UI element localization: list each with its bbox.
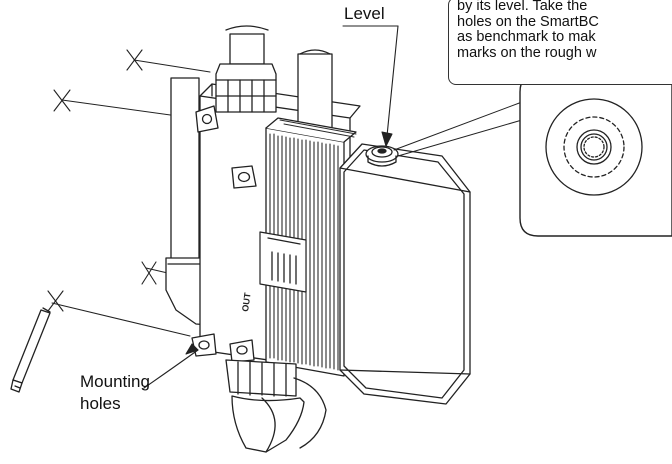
top-pipe-left	[215, 25, 277, 113]
cross-mark-4	[47, 290, 64, 312]
cross-mark-3	[141, 261, 157, 285]
mounting-ear-mid	[231, 165, 257, 189]
note-line: by its level. Take the	[457, 0, 588, 14]
out-port-mark: OUT	[240, 292, 253, 313]
cross-mark-2	[126, 49, 143, 71]
smartbc-housing	[339, 143, 471, 405]
top-pipe-right	[297, 49, 333, 135]
zoom-inset	[519, 73, 672, 237]
mounting-ear-bottom-left	[191, 333, 217, 357]
cross-mark-1	[53, 89, 71, 112]
level-label: Level	[344, 4, 385, 23]
level-leader-line	[342, 25, 399, 147]
mounting-holes-label-line1: Mounting	[80, 372, 150, 391]
mounting-ear-bottom-right	[229, 339, 255, 363]
level-bubble-icon	[365, 145, 399, 167]
instruction-note: by its level. Take the holes on the Smar…	[448, 0, 672, 85]
note-line: marks on the rough w	[457, 44, 597, 61]
warning-sticker	[259, 231, 307, 293]
mounting-ear-top	[195, 105, 219, 133]
note-line: holes on the SmartBC	[457, 13, 599, 30]
note-line: as benchmark to mak	[457, 29, 596, 46]
pencil-icon	[10, 307, 51, 393]
mounting-holes-label-line2: holes	[80, 394, 121, 413]
mounting-leader-line	[143, 343, 199, 389]
bottom-outlet-pipe	[225, 359, 327, 453]
zoom-callout-connector	[393, 101, 523, 157]
